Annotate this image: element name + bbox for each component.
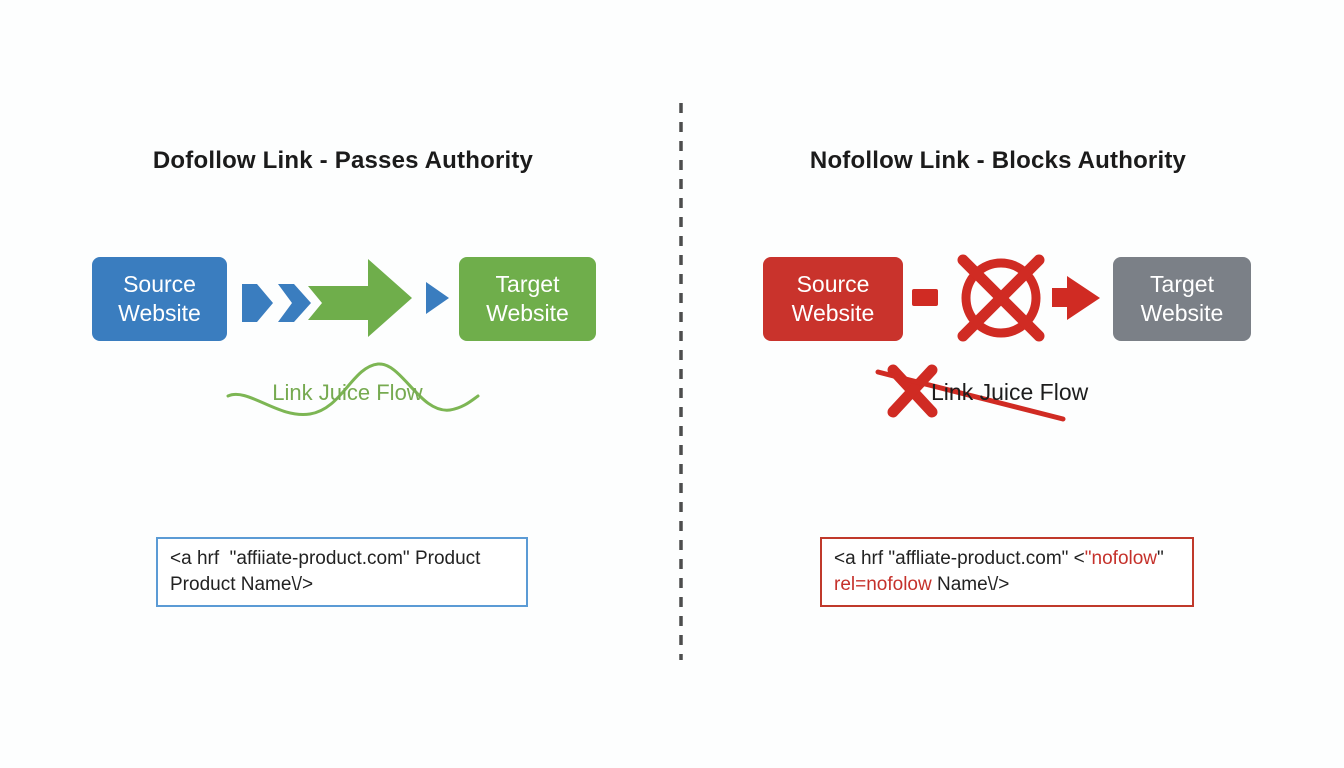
target-box-label: Target — [1150, 271, 1214, 297]
dash-icon — [912, 289, 938, 306]
nofollow-target-box: Target Website — [1113, 257, 1251, 341]
source-box-label: Website — [791, 300, 875, 326]
code-segment: Name\/> — [931, 574, 1010, 595]
code-line: Product Name\/> — [170, 574, 314, 595]
red-arrow-icon — [1052, 276, 1100, 320]
code-segment-rel-nofollow: rel=nofolow — [834, 574, 932, 595]
nofollow-code-box: <a hrf "affliate-product.com" <"nofolow"… — [820, 537, 1194, 607]
link-juice-wave-icon — [226, 362, 480, 416]
code-line: <a hrf "affliate-product.com" <"nofolow" — [834, 546, 1180, 572]
target-box-label: Target — [495, 271, 560, 297]
dofollow-flow-label: Link Juice Flow — [272, 380, 423, 405]
code-line: rel=nofolow Name\/> — [834, 572, 1180, 598]
code-segment: <a hrf "affliate-product.com" < — [834, 548, 1085, 569]
target-box-label: Website — [1140, 300, 1224, 326]
code-segment: " — [1157, 548, 1164, 569]
code-line: <a hrf "affiiate-product.com" Product — [170, 548, 481, 569]
code-segment-nofollow: "nofolow — [1084, 548, 1158, 569]
small-triangle-arrow-icon — [426, 282, 449, 314]
blocked-circle-cross-icon — [957, 254, 1045, 342]
strikethrough-line-icon — [875, 369, 1066, 422]
source-box-label: Source — [796, 271, 870, 297]
source-box-label: Website — [118, 300, 201, 326]
x-mark-icon — [887, 364, 938, 418]
chevron-arrow-icon — [242, 284, 273, 322]
dofollow-target-box: Target Website — [459, 257, 596, 341]
flow-arrow-icon — [308, 259, 412, 337]
dofollow-source-box: Source Website — [92, 257, 227, 341]
nofollow-flow-label: Link Juice Flow — [931, 379, 1089, 405]
blocked-circle-icon — [961, 258, 1041, 338]
chevron-arrow-icon — [278, 284, 311, 322]
nofollow-source-box: Source Website — [763, 257, 903, 341]
target-box-label: Website — [486, 300, 569, 326]
dofollow-title: Dofollow Link - Passes Authority — [152, 147, 534, 174]
source-box-label: Source — [123, 271, 196, 297]
dofollow-code-box: <a hrf "affiiate-product.com" Product Pr… — [156, 537, 528, 607]
nofollow-title: Nofollow Link - Blocks Authority — [809, 147, 1187, 174]
